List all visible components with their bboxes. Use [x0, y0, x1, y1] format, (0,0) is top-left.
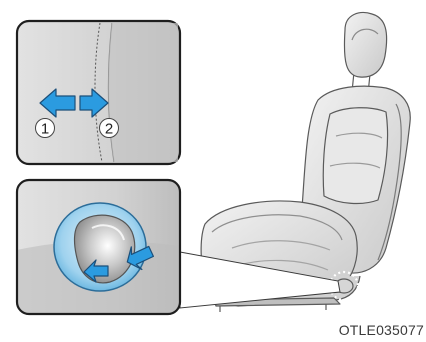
figure-code: OTLE035077 — [339, 322, 424, 338]
label-1-badge: 1 — [36, 119, 55, 138]
label-2: 2 — [105, 121, 113, 138]
label-2-badge: 2 — [100, 119, 119, 138]
label-1: 1 — [41, 121, 49, 138]
inset-top-panel — [17, 21, 180, 164]
inset-bottom-panel — [17, 180, 180, 314]
